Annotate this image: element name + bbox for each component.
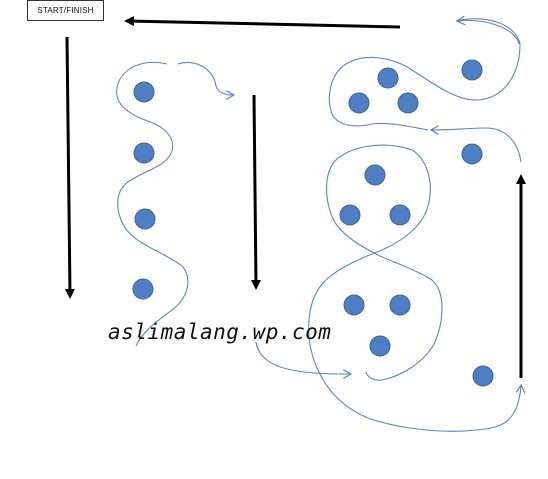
dot-upper-cluster-3 (389, 204, 411, 226)
arrow-left-down (64, 36, 75, 299)
dot-upper-cluster-1 (364, 164, 386, 186)
dot-left-1 (133, 81, 155, 103)
arrow-middle-down (250, 94, 261, 290)
watermark-text: aslimalang.wp.com (108, 320, 332, 344)
dot-lower-cluster-3 (369, 335, 391, 357)
dot-upper-cluster-2 (339, 204, 361, 226)
route-left-top-curl (177, 62, 233, 95)
start-finish-label: START/FINISH (37, 6, 94, 15)
arrow-top-left (124, 16, 401, 29)
dot-left-3 (134, 208, 156, 230)
dot-lower-cluster-2 (389, 294, 411, 316)
dot-mid-right (461, 143, 483, 165)
dot-lower-cluster-1 (343, 294, 365, 316)
dot-top-right (461, 59, 483, 81)
dot-left-4 (132, 278, 154, 300)
route-figure-eight (326, 144, 443, 381)
route-mid-right (432, 128, 522, 163)
route-figure-eight-upper (308, 149, 521, 432)
route-bottom-middle (255, 341, 350, 374)
dot-top-cluster-3 (397, 92, 419, 114)
dot-left-2 (133, 142, 155, 164)
route-left-column (116, 61, 189, 347)
route-top-right-start (458, 21, 520, 45)
start-finish-box: START/FINISH (27, 0, 104, 21)
route-top-right-loop (328, 18, 521, 131)
dot-top-cluster-2 (348, 92, 370, 114)
dot-top-cluster-1 (377, 67, 399, 89)
dot-bottom-right (472, 365, 494, 387)
